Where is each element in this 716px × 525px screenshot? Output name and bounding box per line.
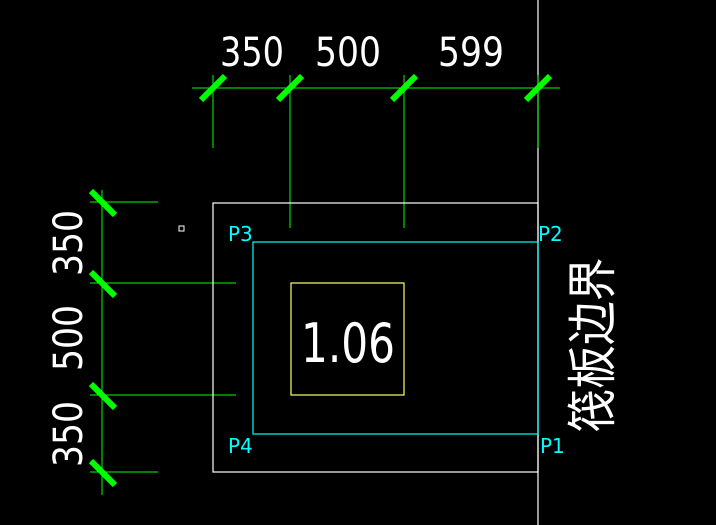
inner-cap-outline	[252, 241, 539, 435]
left-tick-3	[88, 381, 118, 411]
top-tick-1	[198, 73, 228, 103]
left-ticks	[88, 188, 118, 488]
left-dim-text-1: 350	[46, 210, 92, 276]
left-tick-1	[88, 188, 118, 218]
left-dimension-group	[90, 190, 236, 495]
top-dim-text-1: 350	[220, 30, 284, 76]
raft-boundary-label: 筏板边界	[564, 258, 622, 433]
top-dim-text-3: 599	[438, 30, 504, 76]
cursor-marker	[178, 225, 185, 232]
top-tick-3	[389, 73, 419, 103]
column-outline	[290, 282, 405, 396]
top-dim-text-2: 500	[315, 30, 381, 76]
left-tick-4	[88, 458, 118, 488]
left-tick-2	[88, 269, 118, 299]
top-tick-4	[523, 73, 553, 103]
top-tick-2	[275, 73, 305, 103]
left-dim-text-3: 350	[46, 401, 92, 467]
center-value-text: 1.06	[301, 312, 395, 375]
top-dimension-group	[192, 75, 560, 228]
point-label-p1: P1	[540, 434, 565, 458]
point-label-p4: P4	[228, 434, 253, 458]
left-dim-text-2: 500	[46, 305, 92, 371]
point-label-p3: P3	[228, 222, 253, 246]
point-label-p2: P2	[538, 222, 563, 246]
top-ticks	[198, 73, 553, 103]
